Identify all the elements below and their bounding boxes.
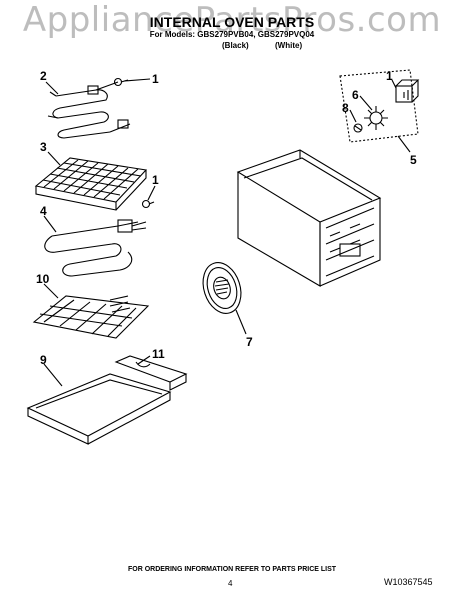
- leader-2: [45, 81, 59, 95]
- fan-cover: [202, 262, 242, 314]
- leader-1-inset: [391, 79, 397, 89]
- page-number: 4: [228, 579, 233, 588]
- cover-plate: [114, 355, 188, 391]
- bake-element: [44, 219, 147, 277]
- broil-element: [47, 81, 131, 139]
- callout-10: 10: [36, 272, 50, 286]
- bottom-panel: [26, 373, 172, 445]
- document-number: W10367545: [384, 577, 433, 587]
- fan-blade: [364, 106, 388, 130]
- callout-4: 4: [40, 204, 47, 218]
- leader-3: [47, 151, 61, 166]
- oven-rack: [34, 157, 148, 211]
- callout-11: 11: [152, 347, 165, 361]
- callout-6: 6: [352, 88, 359, 102]
- callout-7: 7: [246, 335, 253, 349]
- leader-11: [137, 355, 151, 365]
- leader-9: [43, 363, 63, 387]
- screw-part-1-middle: [141, 199, 155, 209]
- leader-6: [359, 95, 373, 111]
- fan-assembly-inset: [339, 69, 419, 143]
- color-white: (White): [275, 41, 303, 50]
- oven-cavity: [236, 149, 382, 287]
- callout-2: 2: [40, 69, 47, 83]
- leader-1-middle: [147, 185, 156, 201]
- leader-8: [349, 109, 357, 123]
- watermark: AppliancePartsPros.com: [22, 0, 442, 40]
- ordering-note: FOR ORDERING INFORMATION REFER TO PARTS …: [127, 566, 337, 573]
- leader-7: [235, 309, 247, 335]
- callout-3: 3: [40, 140, 47, 154]
- color-black: (Black): [222, 41, 249, 50]
- callout-1-top: 1: [152, 72, 159, 86]
- leader-1-top: [123, 78, 151, 82]
- leader-10: [43, 283, 59, 299]
- bottom-bake-element: [32, 295, 150, 339]
- leader-4: [43, 215, 57, 233]
- callout-1-middle: 1: [152, 173, 159, 187]
- callout-1-inset: 1: [386, 69, 393, 83]
- models-line: For Models: GBS279PVB04, GBS279PVQ04: [149, 30, 315, 39]
- page-title: INTERNAL OVEN PARTS: [149, 14, 315, 30]
- leader-5: [397, 135, 411, 153]
- callout-9: 9: [40, 353, 47, 367]
- fan-nut: [353, 123, 363, 133]
- callout-5: 5: [410, 153, 417, 167]
- fan-motor: [395, 79, 420, 103]
- callout-8: 8: [342, 101, 349, 115]
